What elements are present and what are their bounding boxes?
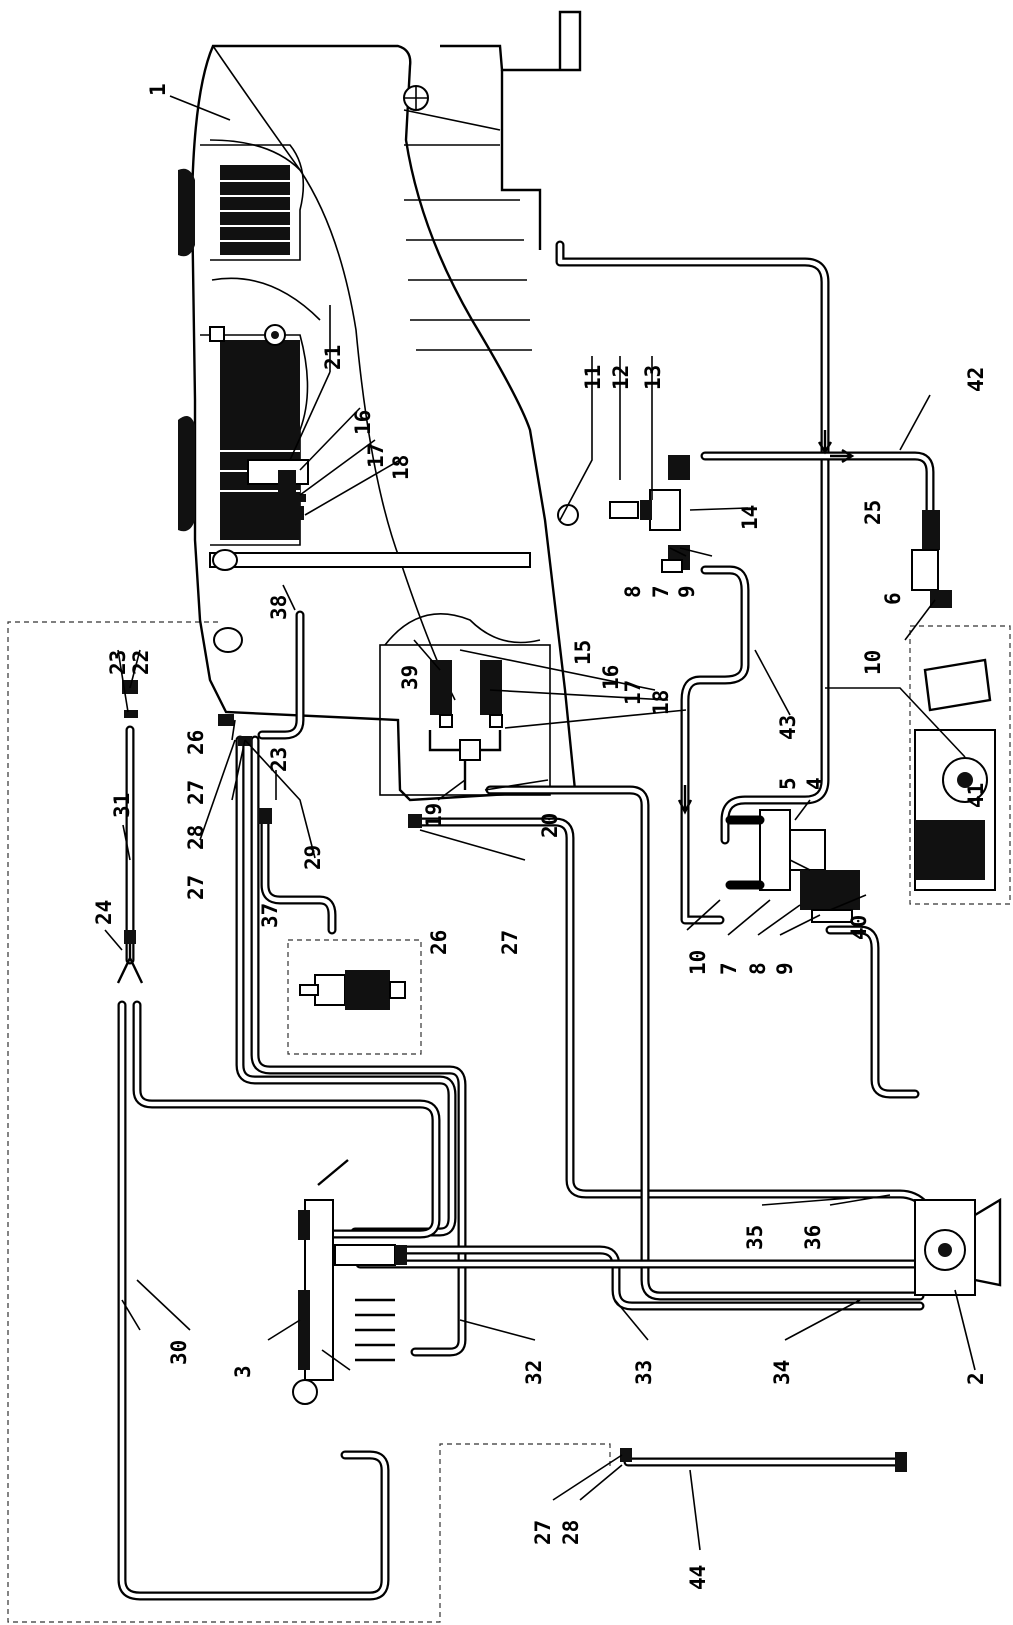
callout-39: 39 (398, 665, 422, 690)
callout-11: 11 (581, 365, 605, 390)
hose-network (117, 240, 935, 1601)
callout-26b: 26 (427, 930, 451, 955)
callout-27c: 27 (498, 930, 522, 955)
callout-38: 38 (267, 595, 291, 620)
callout-3: 3 (231, 1365, 255, 1378)
tank-ribs (403, 109, 532, 351)
callout-8a: 8 (621, 585, 645, 598)
callout-36: 36 (801, 1225, 825, 1250)
callout-35: 35 (743, 1225, 767, 1250)
callout-27d: 27 (531, 1520, 555, 1545)
callout-15: 15 (571, 640, 595, 665)
tank-top-fittings (247, 459, 309, 520)
dashed-boundaries (7, 621, 1011, 1623)
callout-2: 2 (964, 1372, 988, 1385)
callout-18a: 18 (389, 455, 413, 480)
callout-42: 42 (964, 367, 988, 392)
callout-33: 33 (632, 1360, 656, 1385)
callout-23a: 23 (106, 650, 130, 675)
callout-22: 22 (129, 650, 153, 675)
tank-body (178, 10, 582, 802)
callout-31: 31 (110, 793, 134, 818)
callout-26a: 26 (184, 730, 208, 755)
callout-21: 21 (321, 345, 345, 370)
callout-16a: 16 (351, 410, 375, 435)
y-connector (116, 930, 144, 984)
callout-20: 20 (538, 813, 562, 838)
callout-43: 43 (776, 715, 800, 740)
valve-block (609, 455, 690, 573)
callout-34: 34 (770, 1360, 794, 1385)
callout-28a: 28 (184, 825, 208, 850)
pressure-fitting (911, 510, 952, 608)
callout-19: 19 (422, 803, 446, 828)
callout-6: 6 (881, 592, 905, 605)
arrow-right-icon (830, 448, 855, 464)
callout-4: 4 (803, 777, 827, 790)
callout-24: 24 (92, 900, 116, 925)
control-unit (292, 1159, 407, 1405)
callout-16b: 16 (599, 665, 623, 690)
callout-41: 41 (964, 783, 988, 808)
suction-filter (725, 809, 860, 923)
pump-inset (914, 658, 996, 891)
leader-lines (104, 95, 976, 1551)
callout-7b: 7 (717, 962, 741, 975)
callout-9b: 9 (773, 962, 797, 975)
callout-25: 25 (861, 500, 885, 525)
callout-17a: 17 (364, 443, 388, 468)
agitator-valves (430, 660, 503, 761)
arrow-down-icon (817, 430, 833, 455)
pressure-regulator-inset (299, 970, 406, 1010)
tank-window-lower (220, 340, 300, 540)
callout-8b: 8 (746, 962, 770, 975)
callout-7a: 7 (649, 585, 673, 598)
callout-32: 32 (522, 1360, 546, 1385)
callout-5: 5 (776, 777, 800, 790)
hose-44-fittings (620, 1448, 907, 1472)
callout-13: 13 (641, 365, 665, 390)
callout-10b: 10 (861, 650, 885, 675)
callout-30: 30 (167, 1340, 191, 1365)
callout-27a: 27 (184, 780, 208, 805)
callout-10a: 10 (686, 950, 710, 975)
callout-9a: 9 (675, 585, 699, 598)
callout-28b: 28 (559, 1520, 583, 1545)
callout-40: 40 (847, 915, 871, 940)
callout-29: 29 (301, 845, 325, 870)
flow-arrows (677, 430, 855, 815)
arrow-down-icon-2 (677, 785, 693, 815)
callout-18b: 18 (649, 690, 673, 715)
callout-14: 14 (738, 505, 762, 530)
callout-37: 37 (258, 903, 282, 928)
callout-labels: 1 2 3 4 5 6 7 7 8 8 9 9 10 10 11 12 13 1… (92, 83, 988, 1590)
pump-main (914, 1197, 1002, 1296)
callout-44: 44 (686, 1565, 710, 1590)
tank-window-upper-lines (220, 180, 290, 242)
callout-17b: 17 (621, 680, 645, 705)
callout-23b: 23 (267, 747, 291, 772)
callout-12: 12 (609, 365, 633, 390)
callout-27b: 27 (184, 875, 208, 900)
callout-1: 1 (146, 83, 170, 96)
